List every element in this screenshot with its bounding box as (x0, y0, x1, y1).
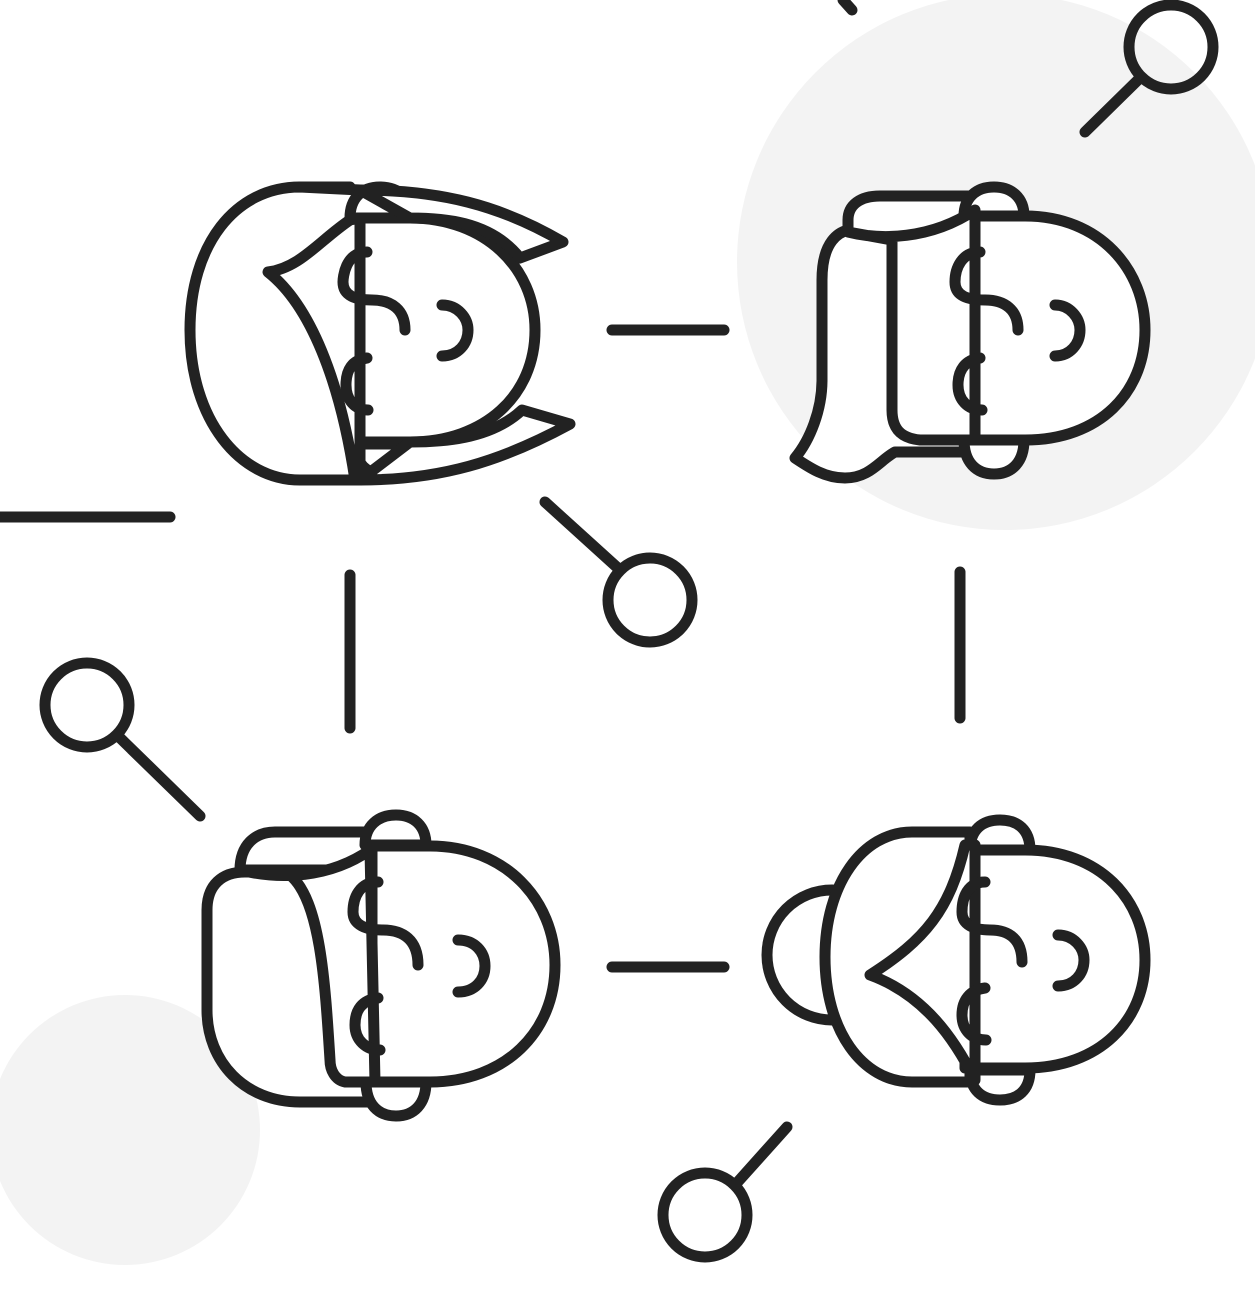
search-icon (539, 496, 698, 648)
decorative-line-top (837, 0, 858, 16)
search-icon (39, 657, 206, 822)
person-avatar-bottom-left (201, 809, 561, 1122)
person-avatar-bottom-right (761, 814, 1151, 1106)
search-icon (1079, 0, 1219, 138)
background-circle-bottom-left (0, 995, 260, 1265)
search-icon (657, 1121, 793, 1263)
person-avatar-top-right (789, 181, 1151, 484)
person-avatar-top-left (184, 181, 576, 486)
